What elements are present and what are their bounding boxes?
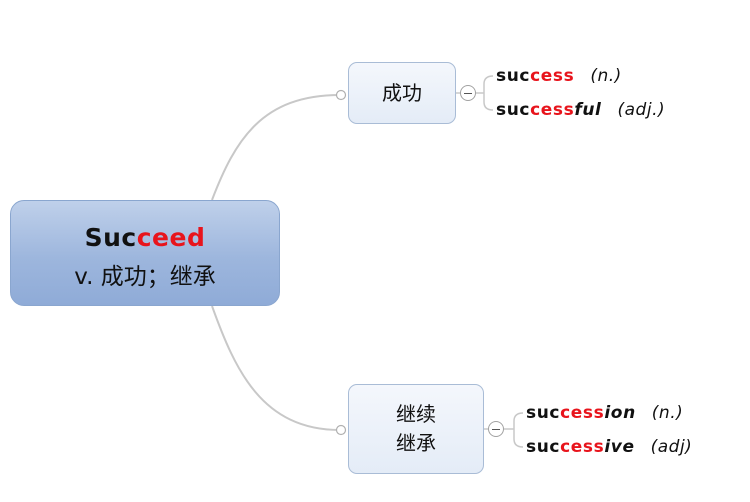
bracket-branch-2-leaves [513,412,524,448]
leaf-word-suffix: ion [604,403,636,423]
leaf-successive[interactable]: successive (adj) [526,435,692,459]
root-word-prefix: Suc [84,223,137,252]
bracket-branch-1-leaves [483,75,494,111]
leaf-word: successive [526,437,635,457]
connector-root-to-branch-1 [211,94,341,201]
leaf-word-highlight: cess [560,437,605,457]
leaf-part-of-speech: (adj.) [617,100,666,120]
leaf-word-highlight: cess [560,403,605,423]
branch-node-continue-inherit[interactable]: 继续 继承 [348,384,484,474]
root-word: Succeed [11,223,279,252]
leaf-word-prefix: suc [496,100,531,120]
collapse-toggle-branch-1[interactable] [460,85,476,101]
root-topic-node[interactable]: Succeed v. 成功；继承 [10,200,280,306]
collapse-toggle-branch-2[interactable] [488,421,504,437]
connector-root-to-branch-2 [211,305,341,431]
leaf-part-of-speech: (n.) [590,66,622,86]
leaf-word: succession [526,403,636,423]
connector-anchor-branch-1 [335,89,347,101]
leaf-succession[interactable]: succession (n.) [526,401,683,425]
leaf-word-highlight: cess [530,66,575,86]
leaf-word-prefix: suc [526,437,561,457]
branch-node-label-line-1: 继续 [396,402,436,426]
branch-node-label: 成功 [382,80,422,105]
leaf-successful[interactable]: successful (adj.) [496,98,665,122]
root-definition: v. 成功；继承 [74,264,216,290]
root-word-highlight: ceed [136,223,206,252]
branch-node-success[interactable]: 成功 [348,62,456,124]
leaf-word: success [496,66,574,86]
leaf-word-highlight: cess [530,100,575,120]
leaf-part-of-speech: (adj) [650,437,693,457]
leaf-word-suffix: ful [574,100,602,120]
leaf-success[interactable]: success (n.) [496,64,622,88]
leaf-word-prefix: suc [496,66,531,86]
connector-anchor-branch-2 [335,424,347,436]
leaf-word-prefix: suc [526,403,561,423]
leaf-word-suffix: ive [604,437,635,457]
branch-node-label-line-2: 继承 [396,431,436,455]
leaf-word: successful [496,100,602,120]
leaf-part-of-speech: (n.) [651,403,684,423]
